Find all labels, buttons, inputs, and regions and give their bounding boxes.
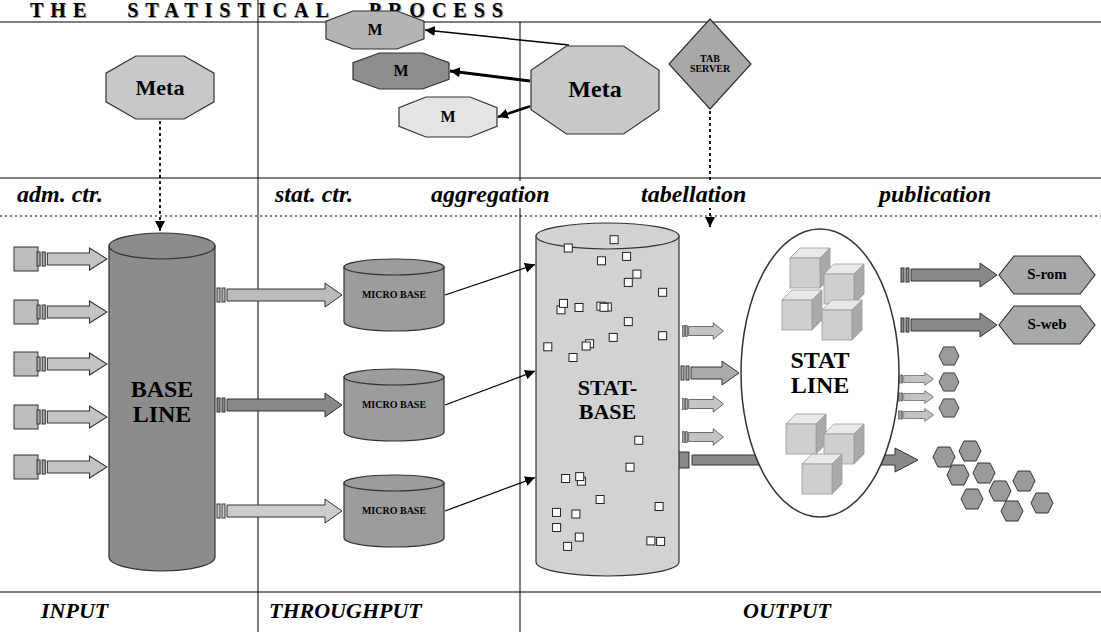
connector-arrow — [450, 71, 530, 81]
phase-label: THROUGHPUT — [266, 598, 425, 624]
server-diamond: TAB SERVER — [668, 18, 752, 110]
database-cylinder: MICRO BASE — [343, 258, 445, 332]
database-cylinder: BASE LINE — [108, 232, 216, 572]
stage-label: adm. ctr. — [14, 181, 106, 208]
stage-label: tabellation — [638, 181, 749, 208]
node-text: M — [367, 22, 382, 39]
node-text: STAT LINE — [775, 348, 865, 398]
connector-arrow — [709, 111, 711, 227]
node-text: MICRO BASE — [362, 290, 426, 301]
phase-label: INPUT — [38, 598, 111, 624]
stage-label: stat. ctr. — [272, 181, 356, 208]
node-text: BASE LINE — [117, 377, 207, 427]
meta-octagon: M — [352, 52, 450, 90]
node-text: S-web — [1027, 317, 1066, 333]
connector-arrow — [445, 371, 535, 405]
block-arrow — [901, 313, 997, 337]
phase-label: OUTPUT — [740, 598, 834, 624]
node-text: Meta — [568, 77, 621, 102]
node-text: M — [440, 109, 455, 126]
connector-arrow — [498, 106, 530, 117]
block-arrow — [901, 263, 997, 287]
block-arrow — [217, 499, 342, 523]
database-cylinder: STAT-BASE — [535, 222, 680, 577]
connector-arrow — [445, 478, 535, 511]
database-cylinder: MICRO BASE — [343, 368, 445, 442]
block-arrow — [217, 283, 342, 307]
connector-arrow — [425, 30, 569, 45]
node-text: STAT-BASE — [563, 376, 653, 422]
stage-label: publication — [876, 181, 994, 208]
output-hexagon: S-web — [998, 305, 1096, 345]
connector-arrow — [159, 121, 161, 231]
node-text: MICRO BASE — [362, 400, 426, 411]
meta-octagon: M — [398, 96, 498, 138]
block-arrow — [681, 361, 739, 385]
node-text: S-rom — [1027, 267, 1067, 283]
node-text: M — [393, 63, 408, 80]
output-hexagon: S-rom — [998, 255, 1096, 295]
input-sources — [14, 247, 107, 479]
node-text: Meta — [136, 76, 185, 99]
block-arrow — [217, 393, 342, 417]
node-text: TAB SERVER — [682, 54, 738, 75]
meta-octagon: Meta — [105, 55, 215, 120]
connector-arrow — [445, 265, 535, 295]
cube-ellipse: STAT LINE — [740, 228, 900, 518]
meta-octagon: Meta — [530, 45, 660, 135]
publication-items — [933, 347, 1053, 521]
diagram-title: THE STATISTICAL PROCESS — [30, 0, 510, 22]
meta-octagon: M — [325, 10, 425, 50]
node-text: MICRO BASE — [362, 506, 426, 517]
stage-label: aggregation — [428, 181, 553, 208]
database-cylinder: MICRO BASE — [343, 474, 445, 548]
